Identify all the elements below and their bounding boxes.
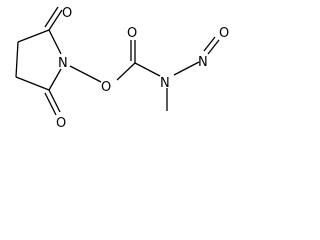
atom-o-ester: O [101, 80, 111, 95]
bond-ring-ch2-carbonyl-bottom [15, 76, 50, 91]
bond-n-n-nitroso [173, 61, 200, 76]
atom-n-nitroso: N [198, 55, 208, 70]
bond-nitroso-double-2 [203, 36, 216, 52]
atom-n-carbamate: N [160, 76, 170, 91]
bond-nitroso-double-1 [207, 39, 220, 55]
chemical-structure-diagram: O O N O O N N O [15, 6, 229, 131]
bond-carbonyl-bottom-double-1 [48, 89, 61, 113]
bond-n-o [69, 65, 102, 83]
atom-o-carbonyl-bottom: O [56, 116, 66, 131]
bond-ring-ch2-carbonyl-top [17, 29, 50, 43]
bond-carbonyl-top-double-2 [44, 6, 59, 28]
atom-o-carbamate-carbonyl: O [127, 26, 137, 41]
atom-o-carbonyl-top: O [62, 6, 72, 21]
bond-ring-ch2-ch2 [15, 41, 19, 78]
bond-ring-carbonyl-bottom-n [48, 68, 62, 91]
bond-carbonyl-top-double-1 [48, 9, 63, 31]
bond-carbamate-c-n [134, 62, 161, 77]
bond-o-carbamate-c [116, 62, 136, 81]
atom-n-ring: N [58, 56, 68, 71]
atom-o-nitroso: O [219, 26, 229, 41]
structure-canvas: O O N O O N N O [0, 0, 247, 139]
bond-ring-carbonyl-top-n [48, 29, 62, 55]
bond-carbonyl-bottom-double-2 [44, 92, 57, 116]
